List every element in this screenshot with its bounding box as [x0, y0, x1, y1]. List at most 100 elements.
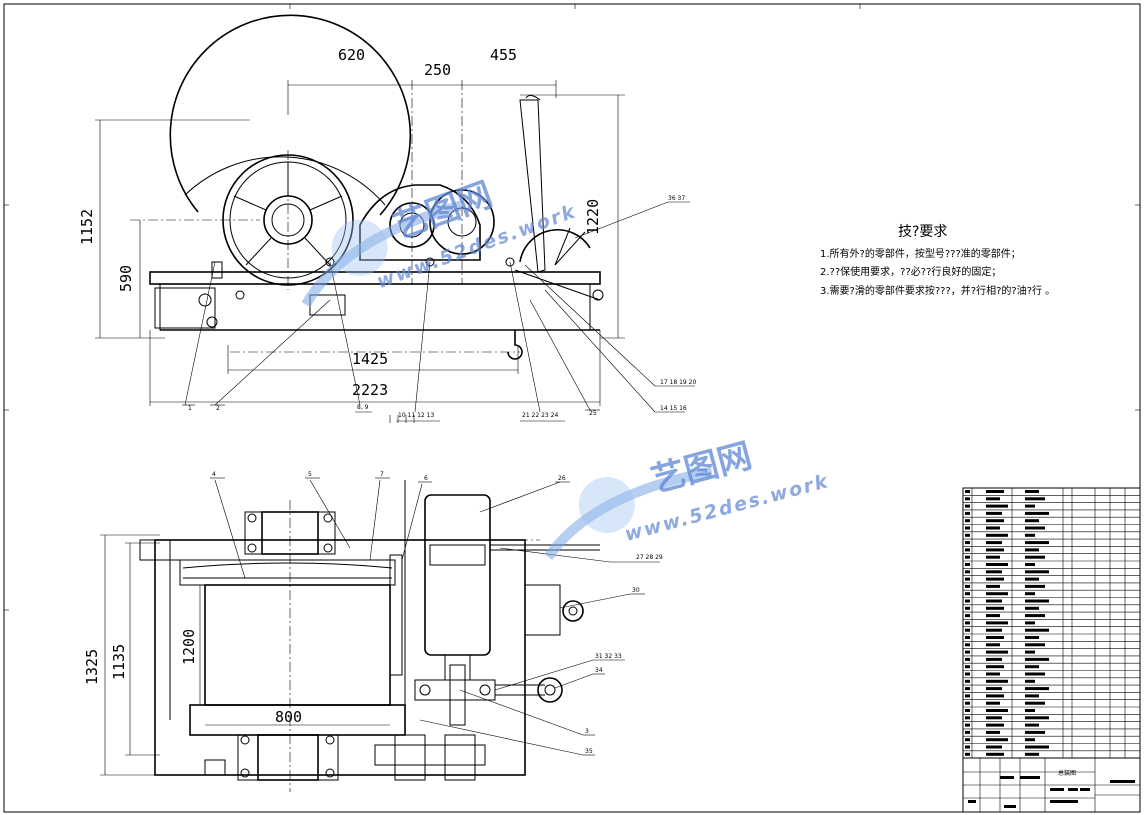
tech-req-line-3: 3.需要?滑的零部件要求按???，并?行相?的?油?行 。: [820, 284, 1055, 297]
brake-lever: [519, 99, 546, 273]
callout-14-16: 14 15 16: [660, 405, 687, 412]
drawing-frame: [3, 3, 1141, 813]
parts-cell-mark: [1025, 679, 1035, 683]
parts-cell-mark: [965, 497, 970, 501]
parts-cell-mark: [1025, 504, 1035, 508]
parts-cell-mark: [1025, 694, 1039, 698]
leader-lines-plan: [210, 477, 660, 756]
parts-cell-mark: [965, 541, 970, 545]
parts-cell-mark: [965, 563, 970, 566]
frame-ticks: [4, 4, 1140, 611]
reducer: [524, 584, 561, 636]
parts-cell-mark: [1025, 497, 1045, 501]
parts-cell-mark: [986, 599, 1002, 603]
dim-455: 455: [490, 46, 517, 64]
parts-cell-mark: [965, 526, 970, 530]
parts-cell-mark: [1025, 555, 1045, 559]
parts-cell-mark: [1025, 519, 1039, 523]
callout-6: 6: [424, 475, 428, 482]
parts-cell-mark: [986, 716, 1002, 720]
parts-cell-mark: [1025, 650, 1035, 654]
parts-cell-mark: [986, 745, 1002, 749]
callout-3: 3: [585, 728, 589, 735]
parts-cell-mark: [965, 533, 970, 537]
front-elevation-view: 620 250 455 1152 590 1220 1425 2223: [78, 14, 696, 423]
parts-cell-mark: [986, 643, 1000, 647]
parts-cell-mark: [1025, 745, 1049, 749]
parts-cell-mark: [1025, 533, 1035, 537]
parts-cell-mark: [965, 657, 970, 661]
parts-cell-mark: [1025, 738, 1035, 742]
parts-cell-mark: [1025, 614, 1045, 618]
motor: [424, 494, 491, 656]
brake-wheel: [519, 228, 591, 263]
drum-cover: [169, 14, 412, 216]
callout-2: 2: [216, 405, 220, 412]
parts-cell-mark: [1025, 657, 1049, 661]
parts-cell-mark: [986, 738, 1008, 742]
parts-cell-mark: [1025, 709, 1035, 712]
parts-list: [962, 487, 1141, 759]
parts-cell-mark: [986, 679, 1008, 683]
tech-req-title: 技?要求: [898, 224, 947, 240]
callout-26: 26: [558, 475, 566, 482]
parts-cell-mark: [1025, 636, 1039, 639]
parts-cell-mark: [1025, 584, 1045, 588]
parts-cell-mark: [986, 672, 1000, 676]
parts-cell-mark: [1025, 526, 1045, 530]
parts-cell-mark: [965, 672, 970, 676]
callout-30: 30: [632, 587, 640, 594]
parts-cell-mark: [1025, 511, 1049, 515]
parts-cell-mark: [965, 504, 970, 508]
parts-cell-mark: [965, 548, 970, 552]
callout-8-9: 8, 9: [357, 404, 369, 411]
parts-cell-mark: [986, 636, 1004, 639]
parts-cell-mark: [986, 555, 1000, 559]
callout-7: 7: [380, 471, 384, 478]
dim-1135: 1135: [110, 644, 128, 680]
parts-cell-mark: [965, 606, 970, 610]
parts-cell-mark: [965, 643, 970, 647]
callout-1: 1: [188, 405, 192, 412]
parts-cell-mark: [965, 592, 970, 596]
callout-31-33: 31 32 33: [595, 653, 622, 660]
svg-text:艺图网: 艺图网: [647, 436, 756, 501]
parts-cell-mark: [965, 614, 970, 618]
parts-cell-mark: [986, 497, 1000, 501]
parts-cell-mark: [1025, 563, 1035, 566]
parts-cell-mark: [986, 570, 1002, 574]
dim-1220: 1220: [584, 199, 602, 235]
hook: [507, 330, 523, 360]
watermark-bottom: 艺图网 www.52des.work: [544, 436, 832, 560]
parts-cell-mark: [965, 716, 970, 720]
parts-cell-mark: [986, 723, 1004, 727]
vertical-dimensions-top: [95, 94, 625, 339]
parts-cell-mark: [986, 709, 1008, 712]
parts-cell-mark: [965, 570, 970, 574]
parts-cell-mark: [965, 665, 970, 669]
parts-cell-mark: [986, 563, 1008, 566]
callout-17-20: 17 18 19 20: [660, 379, 696, 386]
parts-cell-mark: [986, 577, 1004, 581]
parts-cell-mark: [986, 614, 1000, 618]
parts-cell-mark: [1025, 701, 1045, 705]
dim-800: 800: [275, 708, 302, 726]
parts-cell-mark: [965, 687, 970, 691]
parts-cell-mark: [965, 694, 970, 698]
parts-cell-mark: [1025, 687, 1049, 691]
parts-cell-mark: [965, 519, 970, 523]
parts-cell-mark: [1025, 541, 1049, 545]
parts-cell-mark: [1025, 752, 1039, 756]
parts-cell-mark: [986, 541, 1002, 545]
parts-cell-mark: [1025, 628, 1049, 632]
dim-250: 250: [424, 61, 451, 79]
parts-cell-mark: [986, 511, 1002, 515]
dim-590: 590: [117, 265, 135, 292]
parts-cell-mark: [1025, 716, 1049, 720]
callout-21-24: 21 22 23 24: [522, 412, 558, 419]
tech-req-line-2: 2.??保使用要求，??必??行良好的固定；: [820, 265, 1001, 278]
parts-cell-mark: [1025, 606, 1039, 610]
callout-36-37: 36 37: [668, 195, 685, 202]
dim-1152: 1152: [78, 209, 96, 245]
